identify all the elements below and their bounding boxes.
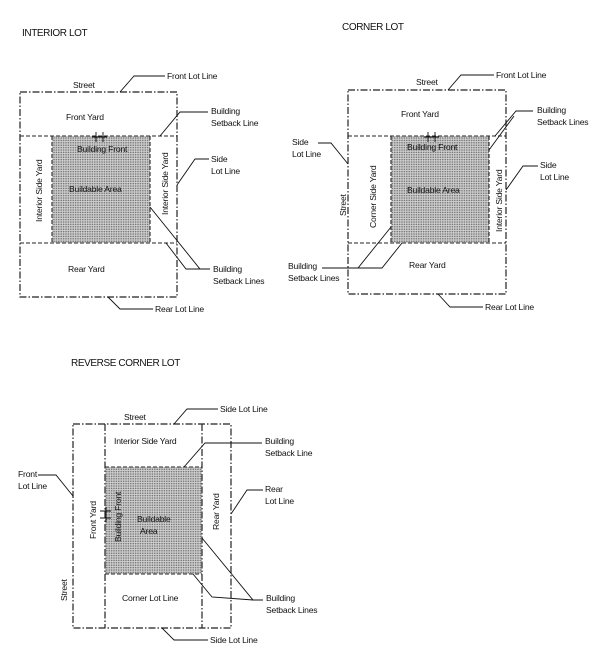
buildable-area-label: Buildable Area — [69, 184, 122, 194]
buildable-area-shading — [52, 136, 150, 243]
building-setback-lines-callout-1: Building — [266, 593, 295, 603]
buildable-area-shading — [105, 467, 202, 574]
corner-lot-line-label: Corner Lot Line — [122, 593, 179, 603]
reverse-corner-lot-diagram: REVERSE CORNER LOT Street Street Interio… — [18, 358, 318, 645]
reverse-corner-lot-title: REVERSE CORNER LOT — [71, 358, 180, 369]
building-setback-lines-leader-a — [149, 206, 210, 270]
building-front-marker — [92, 132, 107, 142]
rear-lot-line-leader — [107, 296, 153, 310]
front-lot-line-callout-1: Front — [18, 469, 38, 479]
building-front-marker — [100, 507, 111, 522]
front-lot-line-leader — [447, 74, 494, 91]
lot-boundary — [72, 423, 232, 629]
side-lot-line-top-callout: Side Lot Line — [220, 404, 268, 414]
rear-lot-line-leader — [437, 293, 483, 308]
building-front-label: Building Front — [407, 142, 458, 152]
street-side-label: Street — [338, 193, 348, 216]
street-side-label: Street — [59, 578, 69, 601]
building-front-label: Building Front — [113, 491, 123, 542]
front-lot-line-leader — [38, 474, 74, 497]
building-setback-lines-top-callout-2: Setback Lines — [537, 117, 588, 127]
left-side-yard-label: Interior Side Yard — [34, 159, 44, 222]
buildable-area-label-2: Area — [140, 526, 158, 536]
building-front-marker — [424, 132, 439, 142]
buildable-area-label-1: Buildable — [137, 514, 171, 524]
front-lot-line-callout: Front Lot Line — [167, 71, 218, 81]
building-setback-line-callout-2: Setback Line — [265, 448, 313, 458]
side-lot-line-leader — [176, 158, 209, 186]
buildable-area-shading — [391, 136, 489, 243]
corner-lot-title: CORNER LOT — [342, 22, 404, 33]
side-lot-line-bottom-callout: Side Lot Line — [210, 635, 258, 645]
interior-side-yard-label: Interior Side Yard — [494, 169, 504, 232]
right-side-yard-label: Interior Side Yard — [160, 152, 170, 215]
right-side-lot-line-callout-1: Side — [540, 160, 557, 170]
rear-yard-label: Rear Yard — [409, 260, 446, 270]
front-yard-label: Front Yard — [401, 109, 439, 119]
lot-boundary — [19, 91, 178, 298]
rear-lot-line-callout: Rear Lot Line — [485, 302, 534, 312]
building-setback-line-callout-2: Setback Line — [211, 118, 259, 128]
front-yard-label: Front Yard — [88, 501, 98, 539]
building-setback-line-callout-1: Building — [265, 436, 294, 446]
interior-lot-diagram: INTERIOR LOT Street Front Yard Building … — [19, 28, 265, 314]
front-lot-line-callout-2: Lot Line — [18, 481, 47, 491]
right-side-lot-line-callout-2: Lot Line — [540, 172, 569, 182]
building-setback-lines-leader-b — [165, 242, 200, 270]
building-setback-lines-leader — [192, 537, 263, 601]
corner-side-yard-label: Corner Side Yard — [368, 165, 378, 228]
interior-side-yard-label: Interior Side Yard — [114, 436, 177, 446]
building-setback-line-leader — [183, 442, 262, 468]
rear-lot-line-callout: Rear Lot Line — [155, 304, 204, 314]
side-lot-line-callout-1: Side — [211, 154, 228, 164]
building-setback-line-callout-1: Building — [211, 106, 240, 116]
building-setback-lines-callout-2: Setback Lines — [213, 276, 264, 286]
interior-lot-title: INTERIOR LOT — [22, 28, 87, 39]
left-side-lot-line-callout-1: Side — [292, 137, 309, 147]
building-setback-lines-top-leader — [488, 110, 533, 151]
right-side-lot-line-leader — [505, 165, 538, 191]
street-top-label: Street — [416, 77, 439, 87]
side-lot-line-top-leader — [173, 408, 218, 425]
left-side-lot-line-leader — [318, 142, 349, 165]
left-side-lot-line-callout-2: Lot Line — [292, 149, 321, 159]
rear-yard-label: Rear Yard — [211, 493, 221, 530]
rear-lot-line-callout-1: Rear — [265, 484, 283, 494]
building-setback-lines-callout-1: Building — [213, 264, 242, 274]
building-setback-line-leader — [159, 111, 208, 137]
rear-lot-line-leader — [230, 489, 263, 515]
front-yard-label: Front Yard — [66, 112, 104, 122]
lot-boundary — [347, 89, 507, 295]
buildable-area-label: Buildable Area — [407, 185, 460, 195]
building-setback-lines-left-leader — [322, 226, 403, 269]
front-lot-line-leader — [119, 75, 165, 93]
building-setback-lines-left-callout-1: Building — [288, 261, 317, 271]
rear-yard-label: Rear Yard — [68, 264, 105, 274]
building-front-label: Building Front — [77, 144, 128, 154]
front-lot-line-callout: Front Lot Line — [496, 70, 547, 80]
rear-lot-line-callout-2: Lot Line — [265, 496, 294, 506]
street-label: Street — [73, 80, 96, 90]
side-lot-line-callout-2: Lot Line — [211, 166, 240, 176]
building-setback-lines-callout-2: Setback Lines — [266, 605, 317, 615]
corner-lot-diagram: CORNER LOT Street Street Front Yard Buil… — [288, 22, 589, 312]
side-lot-line-bottom-leader — [161, 627, 208, 641]
building-setback-lines-left-callout-2: Setback Lines — [288, 273, 339, 283]
street-top-label: Street — [124, 412, 147, 422]
building-setback-lines-top-callout-1: Building — [537, 105, 566, 115]
